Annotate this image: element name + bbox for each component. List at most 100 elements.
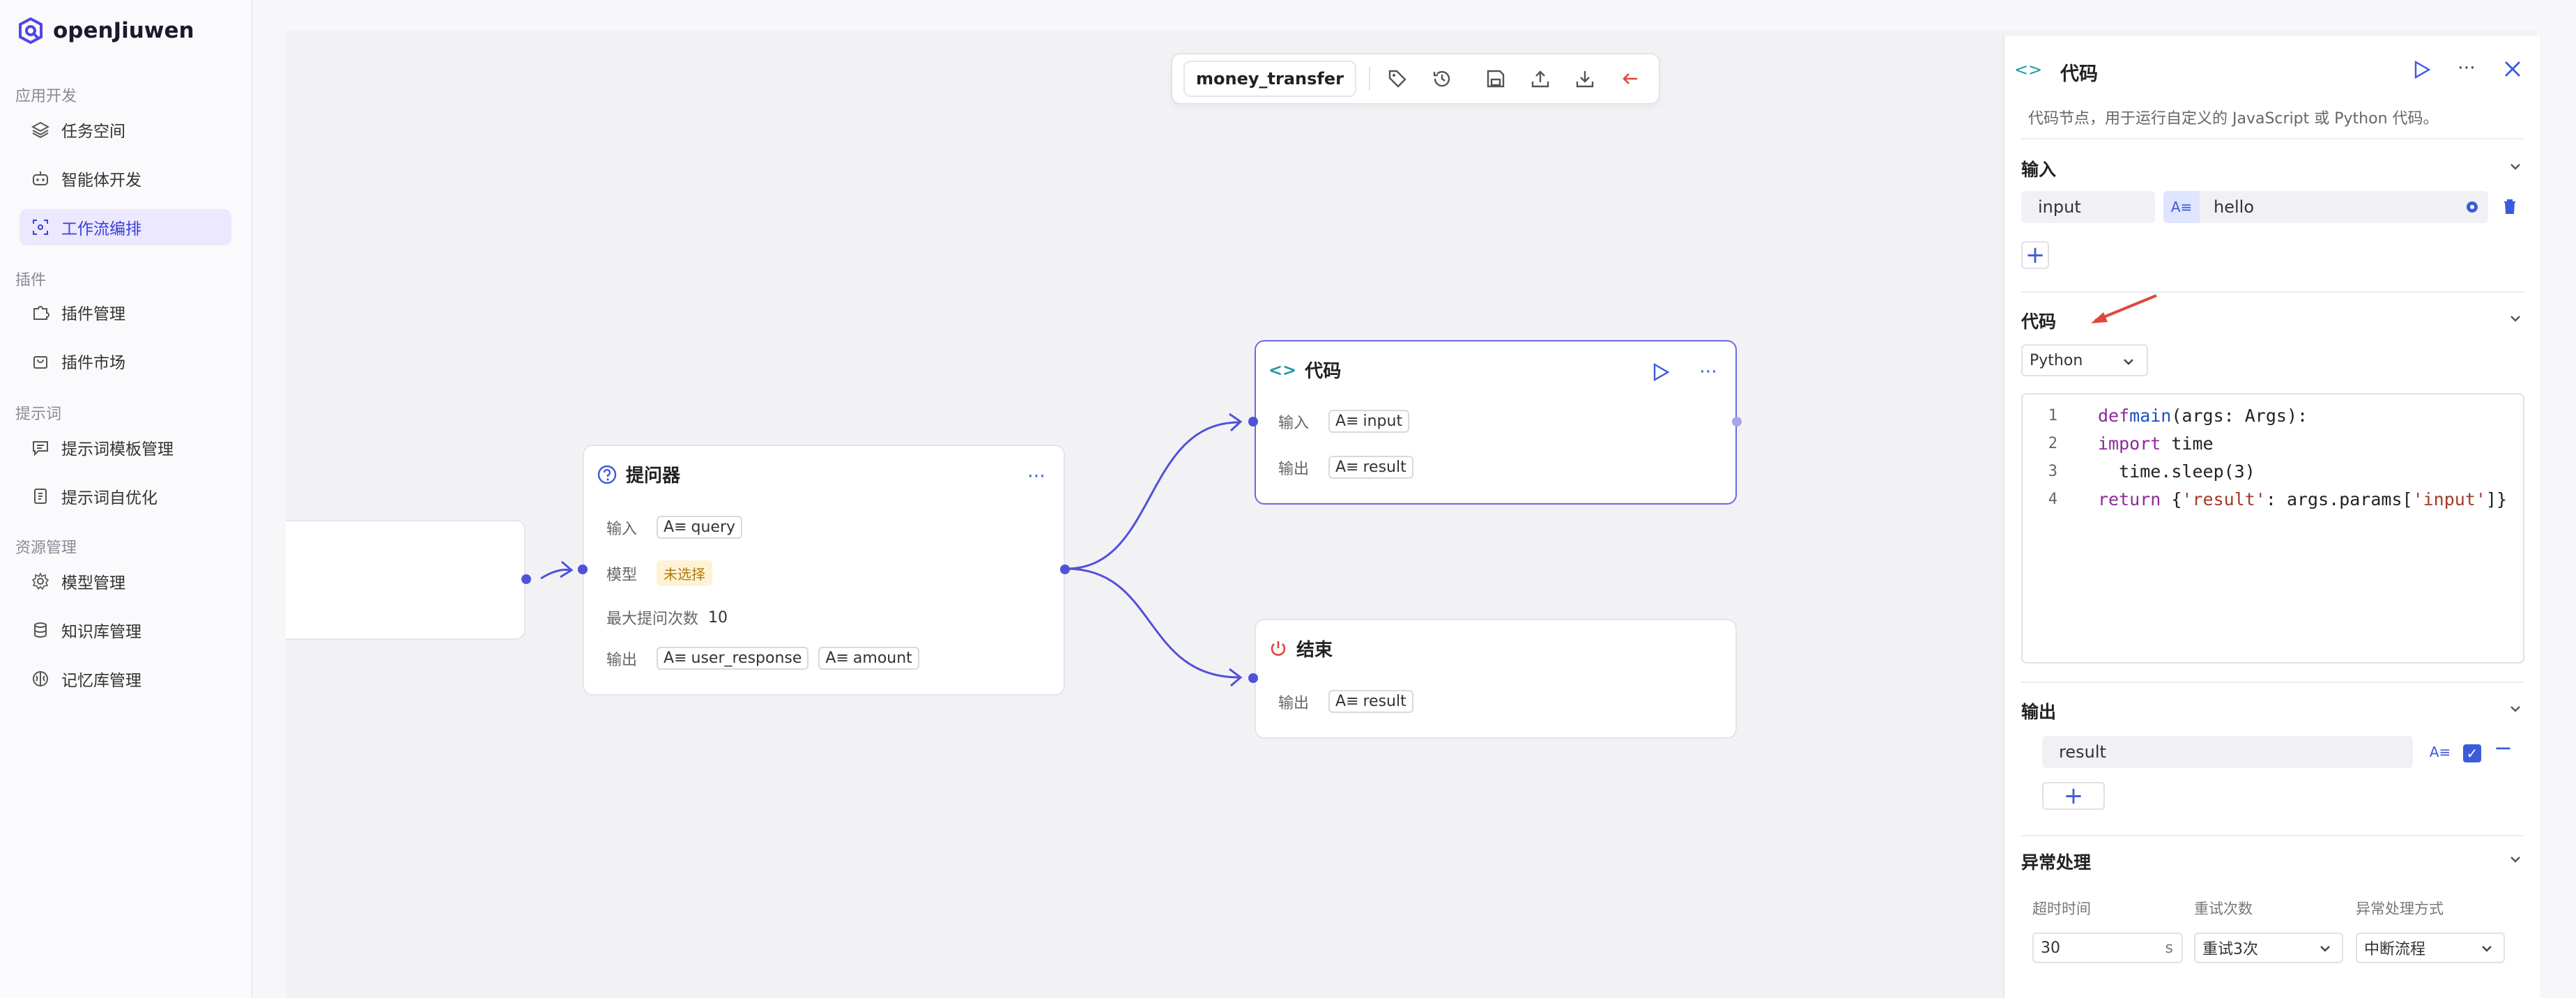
end-node-title: 结束 — [1296, 640, 1333, 661]
chevron-down-icon — [2482, 946, 2492, 952]
sidebar-item-plugin-manage[interactable]: 插件管理 — [20, 294, 231, 330]
input-value-field[interactable]: A≡ hello — [2163, 191, 2488, 223]
save-button[interactable] — [1478, 61, 1513, 97]
code-input-label: 输入 — [1278, 414, 1310, 432]
panel-description: 代码节点，用于运行自定义的 JavaScript 或 Python 代码。 — [2028, 110, 2439, 128]
add-input-button[interactable]: + — [2021, 241, 2049, 269]
code-output-port[interactable] — [1732, 417, 1742, 427]
end-input-port[interactable] — [1248, 673, 1258, 683]
asker-input-row: 输入 A≡query — [606, 516, 743, 539]
close-icon[interactable] — [2502, 59, 2523, 79]
retry-select[interactable]: 重试3次 — [2194, 932, 2343, 963]
start-node[interactable] — [286, 520, 526, 640]
timeout-input[interactable]: 30 s — [2032, 932, 2183, 963]
divider — [2021, 291, 2524, 293]
end-output-label: 输出 — [1278, 694, 1310, 712]
remove-output-button[interactable]: − — [2494, 735, 2513, 761]
asker-max-label: 最大提问次数 — [606, 611, 699, 628]
history-button[interactable] — [1425, 61, 1459, 97]
model-status-badge: 未选择 — [657, 560, 713, 586]
shopping-bag-icon — [31, 351, 50, 371]
sidebar-item-label: 任务空间 — [61, 123, 125, 141]
trash-icon[interactable] — [2502, 198, 2517, 215]
chevron-down-icon[interactable] — [2508, 701, 2523, 716]
history-icon — [1434, 70, 1450, 87]
end-node[interactable]: 结束 输出 A≡result — [1255, 619, 1737, 739]
exit-button[interactable] — [1613, 61, 1648, 97]
brain-icon — [31, 669, 50, 689]
edge-asker-code — [1066, 421, 1240, 570]
sidebar-item-prompt-templates[interactable]: 提示词模板管理 — [20, 429, 231, 466]
chevron-down-icon[interactable] — [2508, 311, 2523, 326]
text-type-icon[interactable]: A≡ — [2163, 191, 2200, 223]
sidebar-item-task-space[interactable]: 任务空间 — [20, 112, 231, 148]
section-title-app-dev: 应用开发 — [15, 88, 77, 105]
download-button[interactable] — [1567, 61, 1602, 97]
upload-icon — [1531, 70, 1549, 88]
code-line: 2 import time — [2048, 433, 2214, 454]
tag-button[interactable] — [1380, 61, 1415, 97]
code-line: 4 return {'result': args.params['input']… — [2048, 489, 2508, 509]
code-output-row: 输出 A≡result — [1278, 456, 1413, 479]
edge-start-asker — [540, 569, 571, 580]
edge-arrow-end — [1229, 668, 1243, 687]
chevron-down-icon[interactable] — [2508, 159, 2523, 174]
divider — [2021, 682, 2524, 683]
sidebar-item-plugin-market[interactable]: 插件市场 — [20, 343, 231, 379]
robot-icon — [31, 169, 50, 188]
input-value-text: hello — [2214, 197, 2254, 217]
sidebar-item-knowledge-base[interactable]: 知识库管理 — [20, 612, 231, 648]
chevron-down-icon[interactable] — [2508, 852, 2523, 867]
gear-icon — [31, 571, 50, 591]
start-node-output-port[interactable] — [521, 574, 531, 584]
language-select[interactable]: Python — [2021, 344, 2148, 376]
sidebar-item-workflow[interactable]: 工作流编排 — [20, 209, 231, 245]
error-mode-select[interactable]: 中断流程 — [2356, 932, 2505, 963]
sidebar-item-agent-dev[interactable]: 智能体开发 — [20, 160, 231, 197]
sidebar-item-label: 模型管理 — [61, 574, 125, 592]
text-type-icon[interactable]: A≡ — [2429, 744, 2451, 760]
chat-icon — [31, 438, 50, 457]
error-mode-value: 中断流程 — [2364, 941, 2426, 958]
run-icon[interactable] — [1652, 362, 1670, 382]
code-node[interactable]: <> 代码 ⋯ 输入 A≡input 输出 A≡result — [1255, 340, 1737, 505]
code-input-port[interactable] — [1248, 417, 1258, 427]
sidebar-item-memory-base[interactable]: 记忆库管理 — [20, 661, 231, 697]
variable-tag: A≡amount — [818, 647, 919, 670]
brand-logo[interactable]: openJiuwen — [17, 15, 194, 46]
add-output-button[interactable]: + — [2042, 782, 2105, 810]
sidebar-item-label: 工作流编排 — [61, 220, 141, 238]
canvas-toolbar: money_transfer — [1171, 53, 1660, 105]
asker-input-port[interactable] — [578, 565, 588, 574]
code-node-header: <> 代码 — [1268, 357, 1341, 383]
settings-icon[interactable] — [2464, 199, 2480, 215]
text-type-icon: A≡ — [664, 650, 687, 667]
code-input-row: 输入 A≡input — [1278, 410, 1410, 433]
section-title-plugin: 插件 — [15, 272, 47, 289]
asker-node[interactable]: 提问器 ⋯ 输入 A≡query 模型 未选择 最大提问次数 10 输出 A≡u… — [583, 445, 1065, 696]
timeout-label: 超时时间 — [2032, 900, 2091, 917]
required-checkbox[interactable]: ✓ — [2463, 744, 2481, 762]
sidebar-item-model-manage[interactable]: 模型管理 — [20, 563, 231, 599]
asker-max-value: 10 — [708, 608, 728, 627]
sidebar-item-prompt-optimize[interactable]: 提示词自优化 — [20, 478, 231, 514]
more-icon[interactable]: ⋯ — [1027, 466, 1045, 486]
sidebar-item-label: 插件管理 — [61, 305, 125, 323]
more-icon[interactable]: ⋯ — [2458, 57, 2476, 78]
toolbar-divider — [1368, 67, 1370, 91]
sidebar-item-label: 插件市场 — [61, 354, 125, 372]
workflow-name[interactable]: money_transfer — [1183, 61, 1356, 97]
input-name-field[interactable]: input — [2021, 191, 2155, 223]
variable-tag: A≡result — [1328, 456, 1413, 479]
puzzle-icon — [31, 302, 50, 322]
asker-output-port[interactable] — [1060, 565, 1070, 574]
output-name-field[interactable]: result — [2042, 736, 2413, 768]
run-icon[interactable] — [2413, 60, 2431, 79]
code-section-title: 代码 — [2021, 312, 2057, 332]
more-icon[interactable]: ⋯ — [1699, 361, 1717, 382]
annotation-arrow-icon — [2091, 294, 2157, 323]
upload-button[interactable] — [1523, 61, 1558, 97]
asker-node-title: 提问器 — [626, 466, 681, 486]
database-icon — [31, 620, 50, 640]
